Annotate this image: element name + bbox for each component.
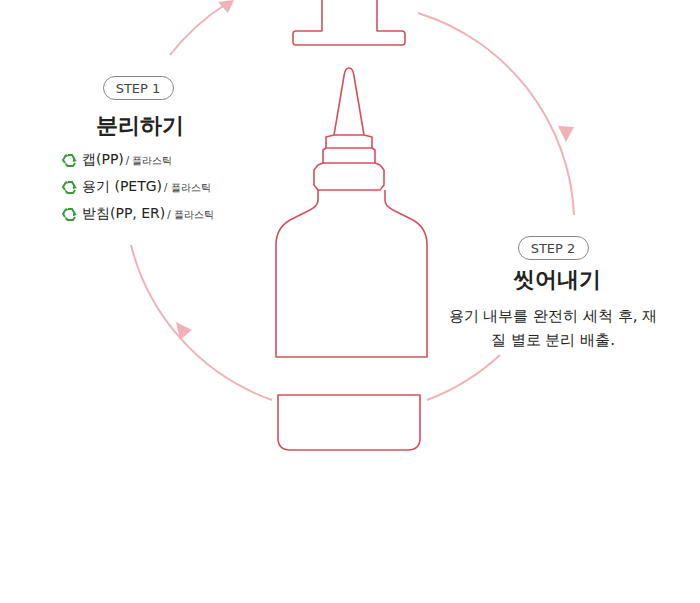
step-label: STEP 2 [531,241,576,256]
step-pill: STEP 2 [518,236,589,260]
recycle-icon [62,206,78,222]
bottle-drawing [276,0,427,450]
part-name: 받침(PP, ER) [82,205,165,223]
recycle-icon [62,152,78,168]
step-label: STEP 1 [116,81,161,96]
step-description: 용기 내부를 완전히 세척 후, 재질 별로 분리 배출. [446,304,661,352]
recycle-icon [62,179,78,195]
step-heading: 분리하기 [96,111,184,141]
step-pill: STEP 1 [103,76,174,100]
material-note: / 플라스틱 [164,181,211,195]
material-note: / 플라스틱 [167,208,214,222]
material-note: / 플라스틱 [126,154,173,168]
part-name: 캡(PP) [82,151,124,169]
step-heading: 씻어내기 [513,265,601,295]
part-name: 용기 (PETG) [82,178,162,196]
